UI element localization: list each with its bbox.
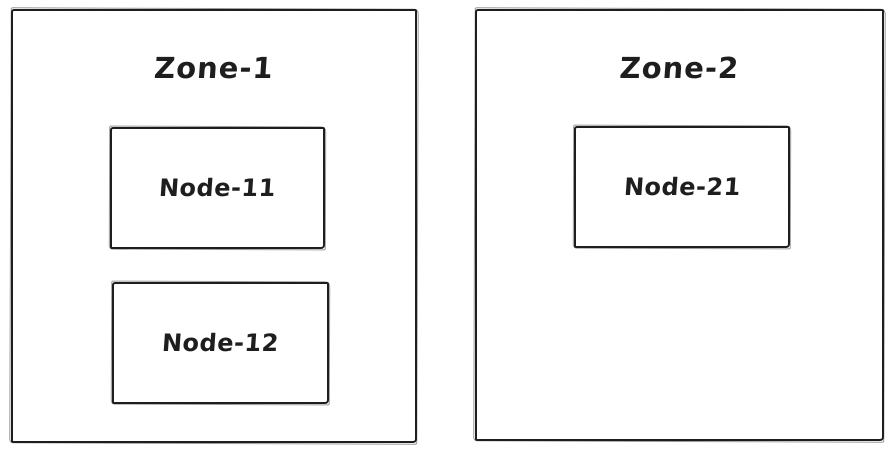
node-21-box: Node-21 bbox=[574, 126, 790, 248]
node-12-label: Node-12 bbox=[161, 329, 280, 357]
node-21-label: Node-21 bbox=[622, 173, 742, 201]
zone-1-label: Zone-1 bbox=[153, 51, 275, 85]
node-11-box: Node-11 bbox=[110, 127, 325, 249]
zone-1-box: Zone-1 Node-11 Node-12 bbox=[11, 9, 417, 443]
zone-2-box: Zone-2 Node-21 bbox=[475, 9, 884, 441]
node-12-box: Node-12 bbox=[112, 282, 329, 404]
node-11-label: Node-11 bbox=[158, 174, 277, 202]
zone-2-label: Zone-2 bbox=[618, 51, 741, 85]
